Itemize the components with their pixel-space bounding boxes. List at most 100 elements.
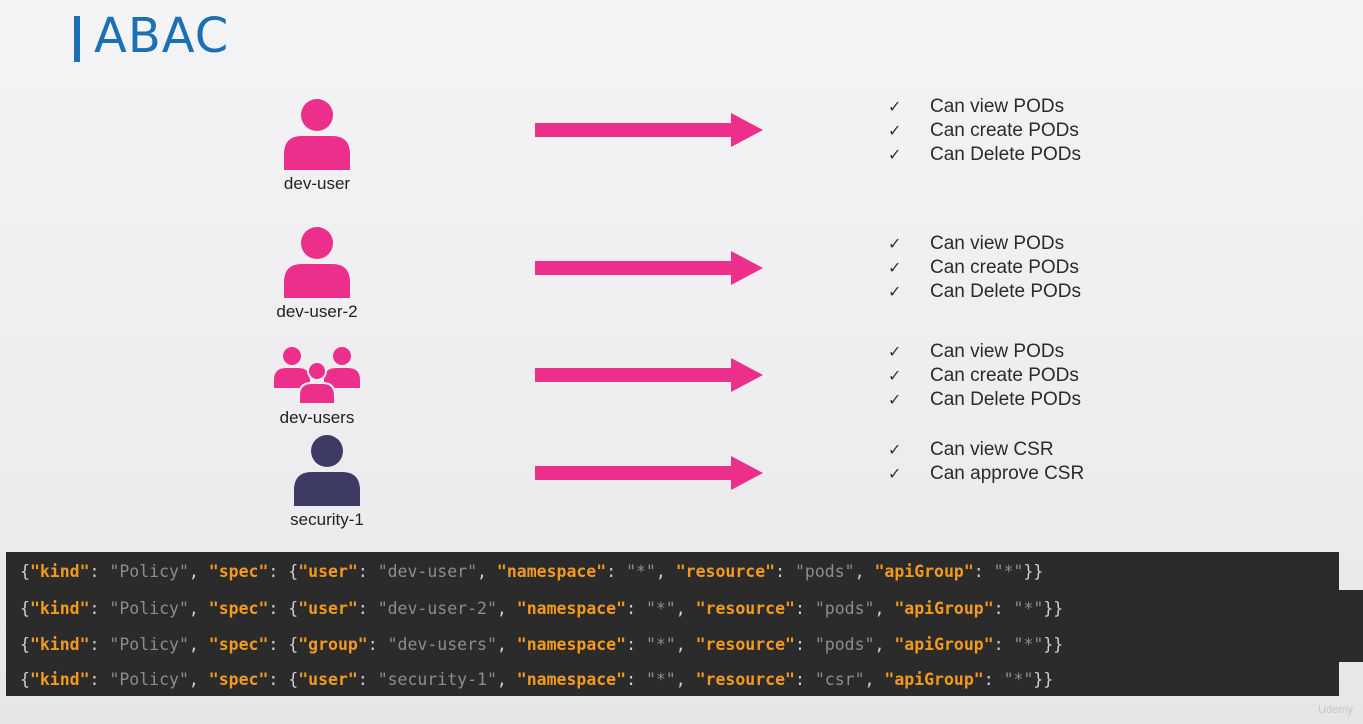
code-key: "namespace" (516, 598, 627, 618)
check-icon: ✓ (888, 368, 902, 385)
code-punctuation: : (357, 669, 378, 689)
code-key: "kind" (29, 561, 90, 581)
code-value: "dev-users" (387, 634, 497, 654)
code-key: "spec" (208, 598, 269, 618)
code-punctuation: : (89, 598, 110, 618)
permission-list: ✓Can view PODs ✓Can create PODs ✓Can Del… (888, 340, 1081, 412)
code-value: "*" (1003, 669, 1034, 689)
permission-item: ✓Can create PODs (888, 257, 1079, 278)
code-punctuation: }} (1033, 669, 1054, 689)
code-value: "dev-user-2" (377, 598, 497, 618)
code-punctuation: : (973, 561, 994, 581)
title-accent-bar (74, 16, 80, 62)
code-punctuation: , (675, 634, 696, 654)
code-key: "spec" (208, 561, 269, 581)
check-icon: ✓ (888, 466, 902, 483)
code-key: "resource" (695, 598, 795, 618)
code-punctuation: : { (268, 598, 299, 618)
user-dev-user-2: dev-user-2 (237, 226, 397, 322)
code-punctuation: , (864, 669, 885, 689)
user-icon (294, 435, 360, 506)
code-value: "dev-user" (377, 561, 478, 581)
permission-item: ✓Can Delete PODs (888, 144, 1082, 165)
user-dev-users: dev-users (237, 346, 397, 428)
user-label: security-1 (290, 510, 364, 529)
code-key: "kind" (29, 634, 90, 654)
code-key: "spec" (208, 634, 269, 654)
code-punctuation: }} (1023, 561, 1044, 581)
code-punctuation: , (675, 669, 696, 689)
code-punctuation: , (496, 634, 517, 654)
code-value: "pods" (814, 634, 875, 654)
check-icon: ✓ (888, 236, 902, 253)
permission-item: ✓Can create PODs (888, 120, 1079, 141)
code-punctuation: { (20, 561, 30, 581)
code-key: "namespace" (516, 669, 627, 689)
code-value: "*" (1013, 598, 1044, 618)
check-icon: ✓ (888, 344, 902, 361)
code-punctuation: : (983, 669, 1004, 689)
code-value: "pods" (814, 598, 875, 618)
code-punctuation: : (626, 669, 646, 689)
code-punctuation: , (675, 598, 696, 618)
code-value: "Policy" (109, 669, 189, 689)
code-key: "apiGroup" (874, 561, 974, 581)
code-punctuation: : (626, 634, 646, 654)
code-punctuation: , (477, 561, 497, 581)
code-punctuation: , (496, 669, 517, 689)
code-punctuation: : (89, 634, 110, 654)
code-punctuation: : (357, 598, 378, 618)
user-icon (284, 227, 350, 298)
permission-item: ✓Can view PODs (888, 96, 1065, 117)
code-key: "user" (298, 561, 358, 581)
policy-line: {"kind": "Policy", "spec": {"user": "dev… (6, 552, 1339, 590)
code-punctuation: { (20, 598, 30, 618)
code-punctuation: : (89, 669, 110, 689)
code-punctuation: : (993, 598, 1014, 618)
code-value: "Policy" (109, 561, 189, 581)
code-key: "kind" (29, 598, 90, 618)
code-key: "apiGroup" (894, 634, 994, 654)
code-key: "apiGroup" (894, 598, 994, 618)
slide-title: ABAC (74, 8, 229, 64)
user-dev-user: dev-user (237, 98, 397, 194)
user-label: dev-user-2 (276, 302, 358, 321)
user-icon (284, 99, 350, 170)
code-value: "Policy" (109, 598, 189, 618)
code-punctuation: : (89, 561, 110, 581)
code-value: "Policy" (109, 634, 189, 654)
code-punctuation: , (188, 561, 209, 581)
policy-line: {"kind": "Policy", "spec": {"group": "de… (6, 626, 1363, 662)
arrow-right-icon (535, 251, 763, 285)
permission-list: ✓Can view PODs ✓Can create PODs ✓Can Del… (888, 232, 1081, 304)
code-punctuation: , (874, 598, 895, 618)
code-punctuation: : (794, 598, 815, 618)
check-icon: ✓ (888, 123, 902, 140)
check-icon: ✓ (888, 392, 902, 409)
code-key: "resource" (695, 669, 795, 689)
check-icon: ✓ (888, 147, 902, 164)
code-key: "spec" (208, 669, 269, 689)
code-punctuation: }} (1043, 634, 1064, 654)
watermark: Udemy (1318, 704, 1353, 716)
code-punctuation: : (794, 669, 815, 689)
code-punctuation: : (794, 634, 815, 654)
code-punctuation: : (993, 634, 1014, 654)
code-punctuation: , (874, 634, 895, 654)
code-key: "user" (298, 598, 358, 618)
code-key: "user" (298, 669, 358, 689)
permission-item: ✓Can approve CSR (888, 463, 1085, 484)
code-punctuation: : { (268, 561, 299, 581)
user-label: dev-user (283, 174, 351, 193)
code-key: "group" (298, 634, 368, 654)
code-punctuation: : (606, 561, 627, 581)
arrow-right-icon (535, 358, 763, 392)
code-value: "*" (626, 561, 656, 581)
permission-item: ✓Can create PODs (888, 365, 1079, 386)
group-icon (274, 347, 360, 404)
code-key: "namespace" (516, 634, 627, 654)
permission-list: ✓Can view PODs ✓Can create PODs ✓Can Del… (888, 95, 1081, 167)
code-key: "resource" (675, 561, 776, 581)
arrow-right-icon (535, 113, 763, 147)
code-value: "*" (1013, 634, 1044, 654)
